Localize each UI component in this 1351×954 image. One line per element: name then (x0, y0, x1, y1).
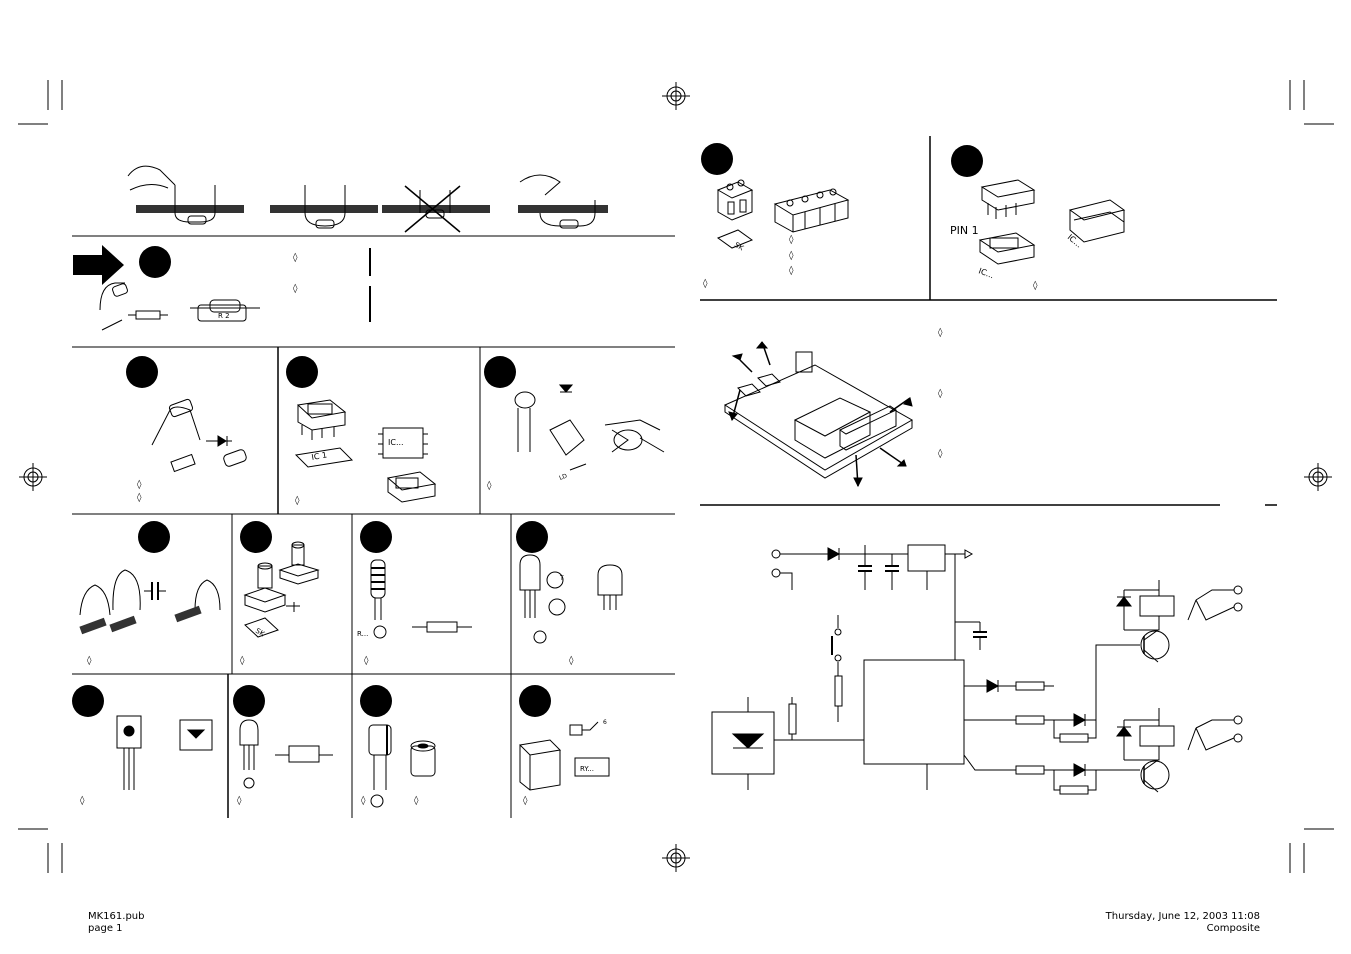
bullet: ◊ (137, 480, 142, 490)
bullet: ◊ (240, 656, 245, 666)
footer-file-name: MK161.pub (88, 911, 145, 922)
left-page-grid (72, 235, 675, 818)
pushbutton-illustration (243, 541, 320, 638)
diode-illustration (151, 398, 247, 473)
soldering-illustrations (127, 165, 608, 233)
footer-timestamp: Thursday, June 12, 2003 11:08 (1105, 911, 1260, 922)
registration-mark-top (662, 82, 690, 110)
ic-socket-illustration (294, 399, 437, 503)
bullet: ◊ (938, 389, 943, 399)
label-ld-led: LD (558, 472, 568, 481)
label-pin1: PIN 1 (950, 224, 979, 237)
ic-chip-illustration (978, 179, 1126, 265)
registration-mark-left (19, 463, 47, 491)
electrolytic-capacitor-illustration (368, 724, 436, 808)
circuit-schematic (711, 544, 1243, 795)
label-ic1: IC 1 (311, 450, 328, 462)
footer-separation: Composite (1206, 923, 1260, 934)
right-page-grid (700, 136, 1277, 506)
transistor-illustration (519, 554, 623, 644)
regulator-illustration (116, 715, 213, 790)
crop-marks (18, 80, 1334, 873)
bullet: ◊ (80, 796, 85, 806)
bullet: ◊ (87, 656, 92, 666)
bullet: ◊ (237, 796, 242, 806)
small-transistor-illustration (239, 719, 333, 789)
label-r2-resistor: R 2 (218, 312, 230, 320)
bullet: ◊ (364, 656, 369, 666)
bullet: ◊ (569, 656, 574, 666)
pcb-assembly-illustration (723, 341, 914, 488)
step-circles (72, 143, 983, 717)
registration-mark-right (1304, 463, 1332, 491)
bullet: ◊ (523, 796, 528, 806)
label-ic-box: IC... (388, 438, 404, 447)
bullet: ◊ (414, 796, 419, 806)
relay-illustration (518, 721, 610, 791)
label-sk-pushbutton: SK (254, 627, 266, 639)
bullet: ◊ (1033, 281, 1038, 291)
bullet: ◊ (789, 235, 794, 245)
label-ry-relay: RY... (580, 765, 594, 773)
bullet: ◊ (295, 496, 300, 506)
capacitor-illustration (79, 569, 221, 635)
bullet: ◊ (361, 796, 366, 806)
terminal-block-illustration (716, 179, 850, 249)
led-illustration (514, 384, 665, 471)
bullet: ◊ (789, 266, 794, 276)
bullet: ◊ (703, 279, 708, 289)
arrow-right-icon (73, 245, 124, 285)
coil-illustration (370, 559, 472, 639)
bullet: ◊ (293, 253, 298, 263)
label-t-transistor: T (559, 575, 564, 582)
bullet: ◊ (487, 481, 492, 491)
bullet: ◊ (789, 251, 794, 261)
label-ic-socket-top: IC... (977, 266, 995, 280)
bullet: ◊ (938, 328, 943, 338)
label-ic-chip-top: IC... (1066, 233, 1084, 250)
label-sk-terminal: SK (733, 241, 745, 253)
bullet: ◊ (938, 449, 943, 459)
label-r-coil: R... (357, 630, 368, 638)
bullet: ◊ (137, 493, 142, 503)
footer-page-label: page 1 (88, 923, 123, 934)
bullet: ◊ (293, 284, 298, 294)
label-relay-pin: 6 (603, 719, 607, 726)
resistor-illustration (99, 282, 260, 331)
registration-mark-bottom (662, 844, 690, 872)
